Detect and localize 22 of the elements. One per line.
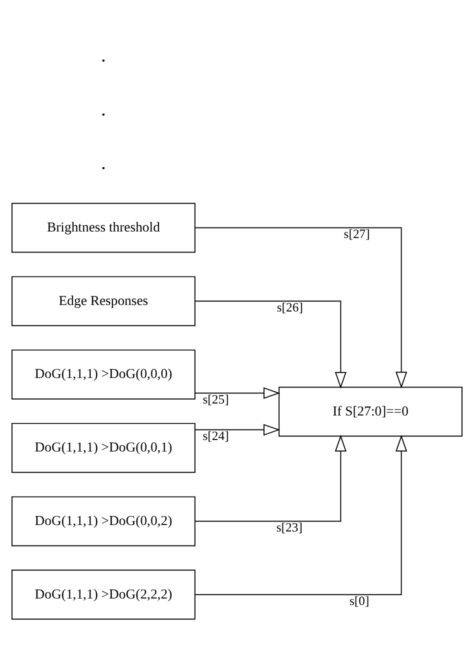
edge-label: s[23] xyxy=(276,520,302,534)
arrow xyxy=(194,300,347,388)
label: . xyxy=(101,98,106,120)
arrow xyxy=(194,434,408,595)
edge-label: s[25] xyxy=(202,392,229,406)
edge-label: s[27] xyxy=(344,226,370,240)
node-box: If S[27:0]==0 xyxy=(278,386,462,436)
edge-label: s[26] xyxy=(276,300,303,314)
edge-label: s[24] xyxy=(202,428,229,442)
node-box: DoG(1,1,1) >DoG(0,0,0) xyxy=(12,349,196,399)
node-box: DoG(1,1,1) >DoG(0,0,1) xyxy=(12,422,196,472)
label: . xyxy=(101,152,106,174)
node-box: DoG(1,1,1) >DoG(0,0,2) xyxy=(12,496,196,546)
arrow xyxy=(194,434,347,522)
node-box: Brightness threshold xyxy=(12,202,196,252)
arrow xyxy=(194,386,280,398)
edge-label: s[0] xyxy=(349,593,370,608)
node-box: Edge Responses xyxy=(12,276,196,326)
label: . xyxy=(101,44,106,66)
node-box: DoG(1,1,1) >DoG(2,2,2) xyxy=(12,569,196,620)
arrow xyxy=(194,423,280,436)
arrow xyxy=(194,226,408,388)
